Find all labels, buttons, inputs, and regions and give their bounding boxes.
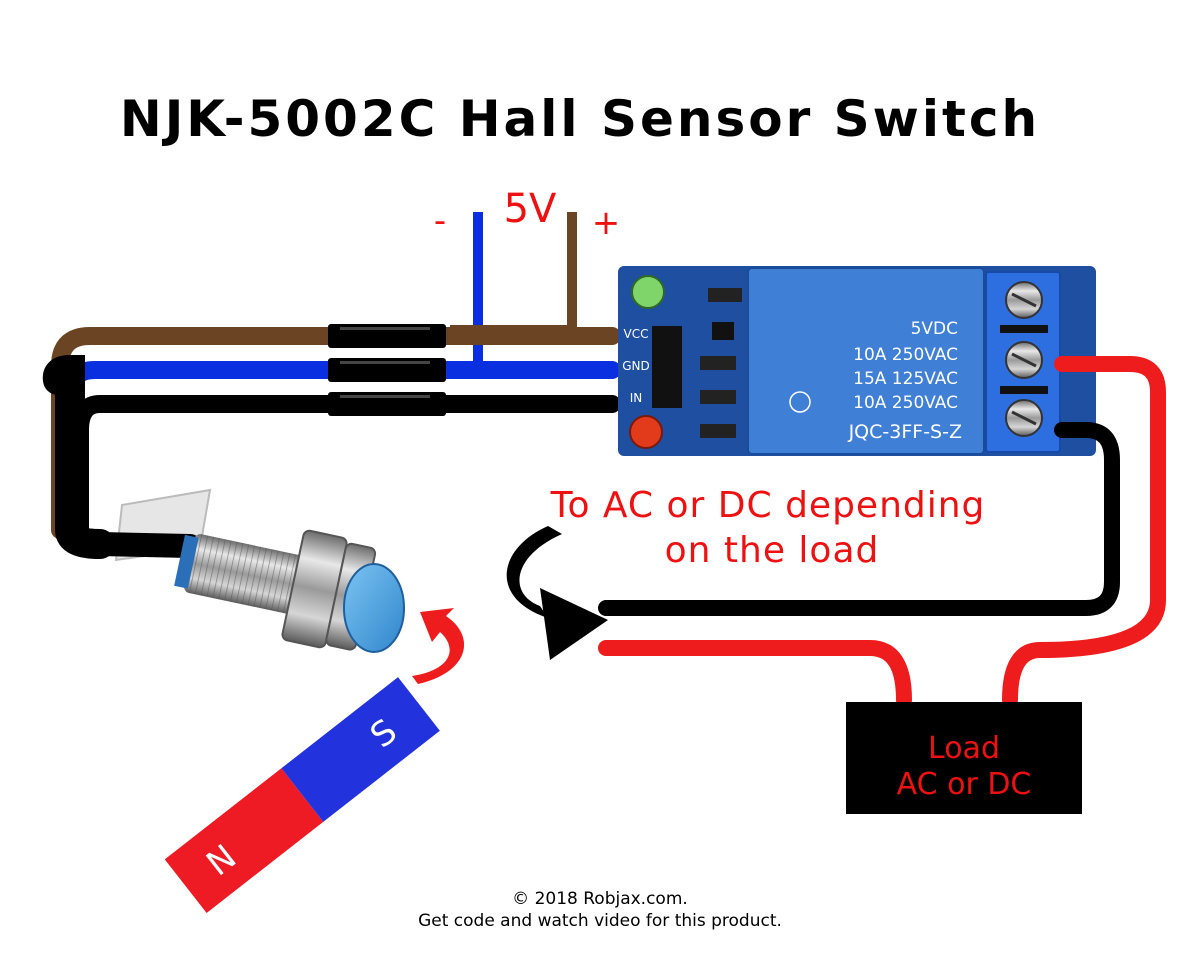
sensor-cable-tail [88, 532, 202, 558]
status-led-icon [629, 415, 663, 449]
load-red-wire-common [1002, 356, 1166, 708]
relay-module: VCC GND IN 5VDC 10A 250VAC 15A 125VAC 10… [618, 266, 1096, 456]
wire-highlight [340, 327, 430, 330]
terminal-divider [1000, 325, 1048, 333]
relay-contact-rating: 10A 250VAC [853, 393, 958, 413]
wire-highlight [340, 395, 430, 398]
load-label: Load [928, 731, 1000, 766]
relay-contact-rating: 15A 125VAC [853, 369, 958, 389]
footer-note: Get code and watch video for this produc… [418, 911, 782, 931]
pin-label: VCC [624, 327, 649, 341]
load-box [846, 702, 1082, 814]
relay-contact-rating: 10A 250VAC [853, 345, 958, 365]
smd-component [708, 288, 742, 302]
red-curved-arrow-icon [412, 608, 465, 684]
sensor-cable [42, 324, 621, 559]
load-black-wire [598, 422, 1120, 616]
load-red-wire-supply [598, 640, 912, 708]
relay-coil-rating: 5VDC [911, 319, 958, 339]
load-sublabel: AC or DC [897, 767, 1032, 802]
magnet-north-half [164, 768, 324, 913]
wire-highlight [340, 361, 430, 364]
terminal-divider [1000, 386, 1048, 394]
arrow-head-icon [540, 588, 608, 660]
copyright-text: © 2018 Robjax.com. [512, 889, 688, 909]
screw-slot [1011, 292, 1037, 308]
sensor-back-cap [174, 534, 199, 589]
cert-mark-icon [789, 391, 811, 413]
smd-component [700, 356, 736, 370]
supply-negative-label: - [434, 201, 446, 241]
pin-label: GND [622, 359, 650, 373]
smd-component [700, 424, 736, 438]
sensor-face-cap [343, 563, 405, 653]
supply-voltage-label: 5V [504, 186, 557, 232]
smd-component [700, 390, 736, 404]
relay-body [747, 267, 985, 455]
supply-positive-label: + [592, 203, 621, 243]
annotation-line-1: To AC or DC depending [550, 485, 986, 526]
magnet-south-half [281, 677, 440, 822]
pin-header [652, 326, 682, 408]
screw-slot [1011, 352, 1037, 368]
pin-label: IN [630, 391, 643, 405]
page-title: NJK-5002C Hall Sensor Switch [120, 90, 1040, 148]
hall-sensor [88, 488, 405, 653]
smd-component [712, 322, 734, 340]
relay-model: JQC-3FF-S-Z [848, 421, 962, 443]
annotation-line-2: on the load [665, 530, 880, 571]
power-led-icon [631, 275, 665, 309]
sensor-cable-jacket [42, 354, 115, 559]
curved-arrow-icon [506, 526, 562, 618]
screw-slot [1011, 410, 1037, 426]
magnet: N S [164, 677, 440, 913]
